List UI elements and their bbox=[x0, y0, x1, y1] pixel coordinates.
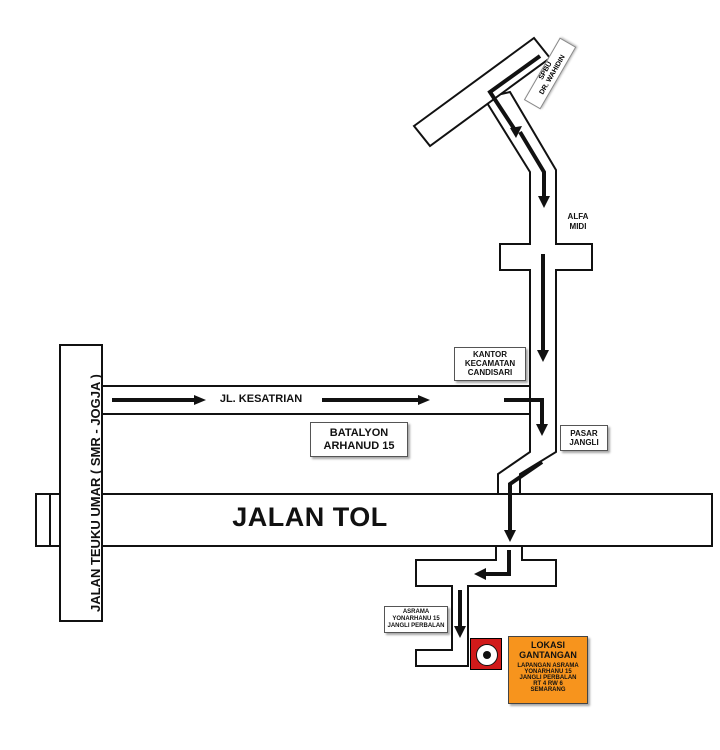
arrow-icon bbox=[537, 350, 549, 362]
emblem-circle bbox=[476, 644, 498, 666]
arrow-icon bbox=[536, 424, 548, 436]
arrow-icon bbox=[510, 126, 522, 138]
arrow-icon bbox=[518, 130, 546, 198]
arrow-icon bbox=[194, 395, 206, 405]
arrow-icon bbox=[504, 398, 544, 426]
asrama-line2: YONARHANU 15 bbox=[392, 615, 440, 622]
asrama-line1: ASRAMA bbox=[402, 609, 430, 615]
kantor-line1: KANTOR bbox=[472, 350, 508, 359]
arrow-icon bbox=[504, 530, 516, 542]
route-arrows bbox=[112, 54, 550, 638]
jalan-teuku-umar-road bbox=[59, 344, 103, 622]
kantor-line3: CANDISARI bbox=[467, 368, 513, 378]
alfa-midi-line1: ALFA bbox=[567, 212, 589, 221]
jl-kesatrian-label: JL. KESATRIAN bbox=[219, 393, 303, 405]
lokasi-gantangan-box: LOKASI GANTANGAN LAPANGAN ASRAMA YONARHA… bbox=[508, 636, 588, 704]
asrama-line3: JANGLI PERBALAN bbox=[387, 622, 445, 629]
lokasi-address-line1: LAPANGAN ASRAMA bbox=[517, 663, 579, 669]
arrow-icon bbox=[484, 550, 511, 576]
pasar-line2: JANGLI bbox=[569, 438, 599, 448]
lokasi-title-line1: LOKASI bbox=[530, 640, 565, 650]
arrow-icon bbox=[454, 626, 466, 638]
pasar-line1: PASAR bbox=[570, 429, 598, 438]
kantor-line2: KECAMATAN bbox=[464, 359, 516, 369]
batalyon-label: BATALYON ARHANUD 15 bbox=[310, 422, 408, 458]
jalan-tol-label: JALAN TOL bbox=[232, 502, 388, 532]
alfa-midi-line2: MIDI bbox=[569, 222, 587, 232]
pasar-jangli-label: PASAR JANGLI bbox=[560, 425, 608, 452]
asrama-access-road bbox=[415, 545, 557, 667]
kantor-kecamatan-label: KANTOR KECAMATAN CANDISARI bbox=[454, 347, 526, 381]
asrama-label: ASRAMA YONARHANU 15 JANGLI PERBALAN bbox=[384, 606, 448, 633]
lokasi-address-line4: RT 4 RW 6 bbox=[533, 681, 563, 687]
arrow-icon bbox=[487, 54, 542, 132]
emblem-center bbox=[483, 651, 491, 659]
jalan-tol-road-end bbox=[35, 493, 51, 547]
lokasi-address-line3: JANGLI PERBALAN bbox=[519, 675, 577, 681]
arrow-icon bbox=[474, 568, 486, 580]
lokasi-title-line2: GANTANGAN bbox=[519, 650, 577, 660]
arrow-icon bbox=[508, 460, 544, 532]
arrow-icon bbox=[538, 196, 550, 208]
jalan-teuku-umar-label: JALAN TEUKU UMAR ( SMR - JOGJA ) bbox=[88, 374, 103, 612]
battalion-emblem-icon bbox=[470, 638, 502, 670]
batalyon-line1: BATALYON bbox=[329, 427, 389, 439]
jalan-tol-road bbox=[35, 493, 713, 547]
lokasi-address-line5: SEMARANG bbox=[530, 687, 566, 693]
lokasi-address-line2: YONARHANU 15 bbox=[524, 669, 572, 675]
batalyon-line2: ARHANUD 15 bbox=[323, 439, 395, 452]
alfa-midi-label: ALFA MIDI bbox=[560, 212, 596, 233]
arrow-icon bbox=[418, 395, 430, 405]
